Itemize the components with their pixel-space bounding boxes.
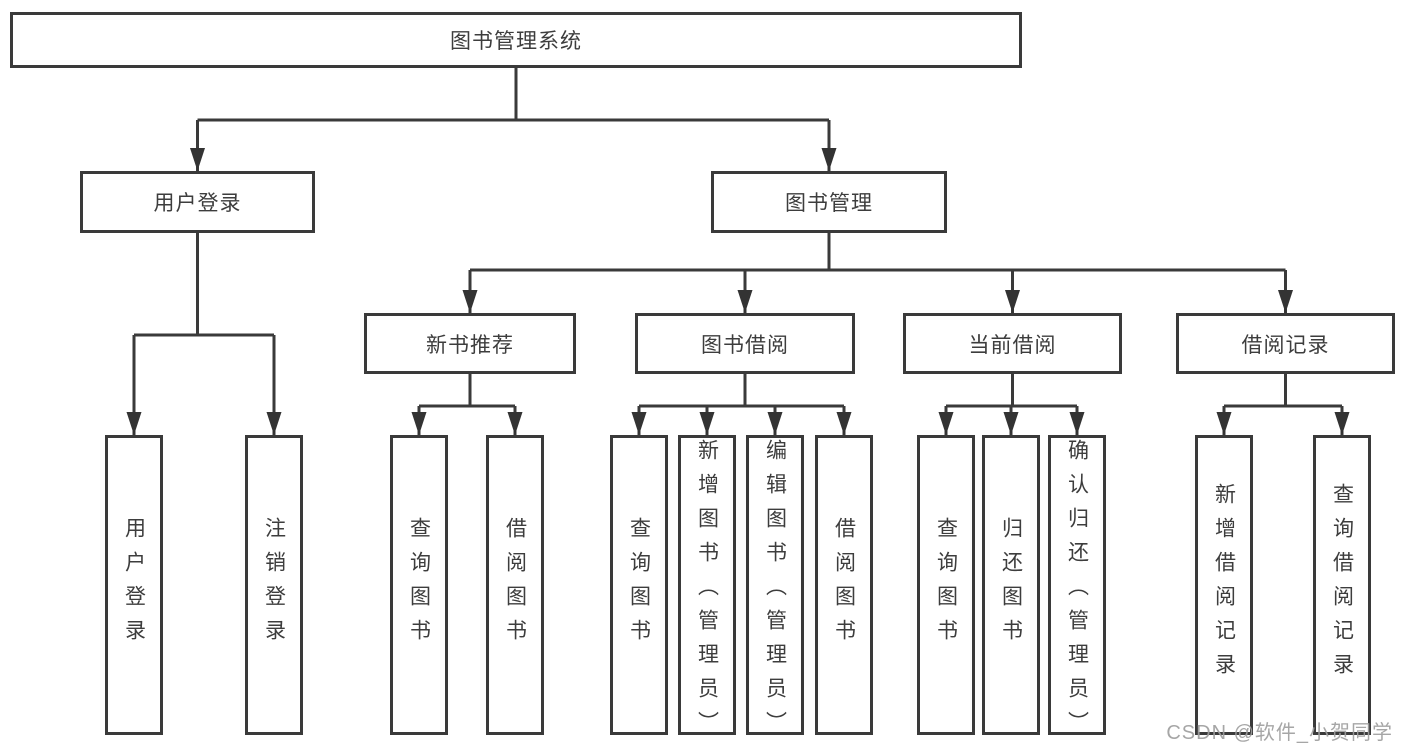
leaf-borrow-query-book: 查询图书 [610,435,668,735]
leaf-current-query-book-label: 查询图书 [934,517,958,653]
leaf-records-add-borrow-record-label: 新增借阅记录 [1212,483,1236,687]
leaf-records-add-borrow-record: 新增借阅记录 [1195,435,1253,735]
node-user-login: 用户登录 [80,171,315,233]
node-root-library-system: 图书管理系统 [10,12,1022,68]
leaf-borrow-add-book-admin-label: 新增图书（管理员） [695,439,719,745]
csdn-watermark: CSDN @软件_小贺同学 [1166,722,1393,744]
leaf-current-confirm-return-admin-label: 确认归还（管理员） [1065,439,1089,745]
leaf-borrow-edit-book-admin: 编辑图书（管理员） [746,435,804,745]
leaf-recommend-borrow-book-label: 借阅图书 [503,517,527,653]
leaf-borrow-add-book-admin: 新增图书（管理员） [678,435,736,745]
node-book-borrow: 图书借阅 [635,313,855,374]
leaf-borrow-query-book-label: 查询图书 [627,517,651,653]
node-borrow-records: 借阅记录 [1176,313,1395,374]
leaf-borrow-borrow-book: 借阅图书 [815,435,873,735]
leaf-logout-login: 注销登录 [245,435,303,735]
leaf-borrow-edit-book-admin-label: 编辑图书（管理员） [763,439,787,745]
leaf-records-query-borrow-record: 查询借阅记录 [1313,435,1371,735]
leaf-user-login-label: 用户登录 [122,517,146,653]
leaf-borrow-borrow-book-label: 借阅图书 [832,517,856,653]
leaf-recommend-borrow-book: 借阅图书 [486,435,544,735]
leaf-current-confirm-return-admin: 确认归还（管理员） [1048,435,1106,745]
leaf-user-login: 用户登录 [105,435,163,735]
node-book-management: 图书管理 [711,171,947,233]
leaf-current-return-book: 归还图书 [982,435,1040,735]
node-new-book-recommend: 新书推荐 [364,313,576,374]
leaf-current-return-book-label: 归还图书 [999,517,1023,653]
node-current-borrow: 当前借阅 [903,313,1122,374]
leaf-logout-login-label: 注销登录 [262,517,286,653]
leaf-current-query-book: 查询图书 [917,435,975,735]
leaf-recommend-query-book: 查询图书 [390,435,448,735]
arrowheads [126,148,1350,435]
leaf-records-query-borrow-record-label: 查询借阅记录 [1330,483,1354,687]
leaf-recommend-query-book-label: 查询图书 [407,517,431,653]
